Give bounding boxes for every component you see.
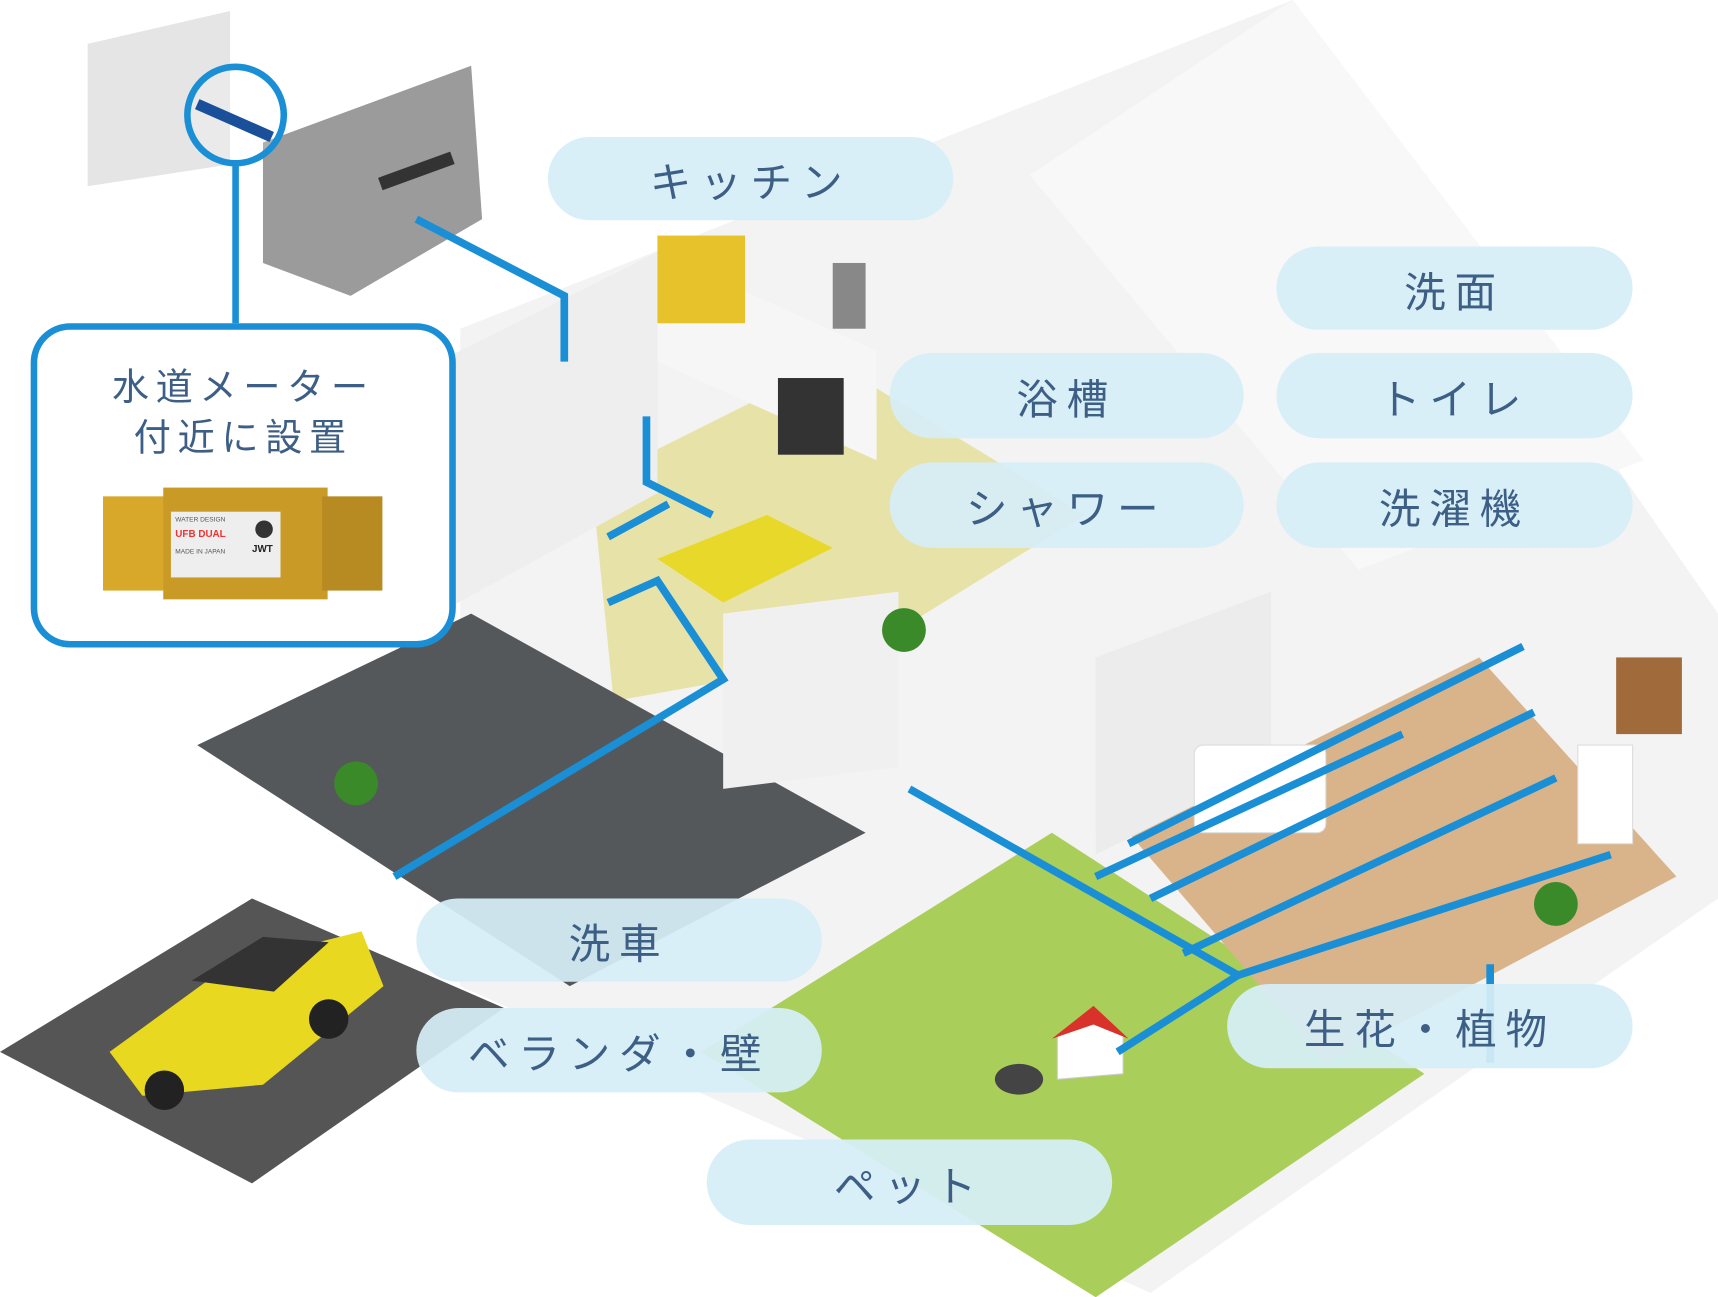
outdoor-unit — [262, 65, 483, 296]
bath-floor — [1128, 657, 1677, 1063]
label-toilet: トイレ — [1276, 352, 1633, 439]
device-logo-icon — [255, 520, 273, 538]
dining-table — [657, 514, 833, 603]
bathtub — [1193, 744, 1327, 834]
label-pet: ペット — [706, 1139, 1113, 1225]
label-plants: 生花・植物 — [1227, 983, 1633, 1069]
plant-icon — [1533, 882, 1578, 926]
installation-callout: 水道メーター 付近に設置 WATER DESIGN UFB DUAL MADE … — [30, 323, 456, 648]
label-washbasin: 洗面 — [1276, 246, 1633, 330]
installation-note-line2: 付近に設置 — [133, 416, 353, 461]
dog-icon — [994, 1063, 1044, 1095]
label-kitchen: キッチン — [547, 136, 954, 221]
range-hood — [832, 262, 866, 329]
living-floor — [197, 613, 866, 987]
label-car-wash: 洗車 — [416, 898, 822, 982]
label-veranda-wall: ベランダ・壁 — [416, 1008, 822, 1093]
plant-icon — [882, 608, 926, 652]
wall — [723, 591, 899, 789]
installation-note-line1: 水道メーター — [111, 365, 375, 410]
device-sticker: WATER DESIGN UFB DUAL MADE IN JAPAN JWT — [170, 511, 281, 578]
label-bathtub: 浴槽 — [889, 352, 1244, 439]
wall — [438, 252, 658, 614]
washing-machine — [1577, 744, 1634, 845]
label-shower: シャワー — [889, 462, 1244, 548]
device-model-text: UFB DUAL — [175, 528, 226, 540]
dining-floor — [591, 361, 1085, 702]
window-blind — [1616, 657, 1682, 735]
device-logo-text: JWT — [252, 543, 273, 555]
outdoor-unit-vent — [378, 151, 455, 191]
device-origin-text: MADE IN JAPAN — [175, 548, 226, 556]
installation-note: 水道メーター 付近に設置 — [37, 363, 449, 464]
doghouse-icon — [1051, 1005, 1129, 1080]
meter-pipe — [195, 99, 274, 142]
water-pipes — [392, 215, 1612, 1063]
car-icon — [109, 931, 384, 1110]
oven — [777, 378, 844, 455]
plant-icon — [334, 761, 379, 806]
kitchen-cabinet — [657, 235, 746, 324]
label-washing-machine: 洗濯機 — [1276, 462, 1633, 548]
device-brand-text: WATER DESIGN — [175, 517, 226, 524]
